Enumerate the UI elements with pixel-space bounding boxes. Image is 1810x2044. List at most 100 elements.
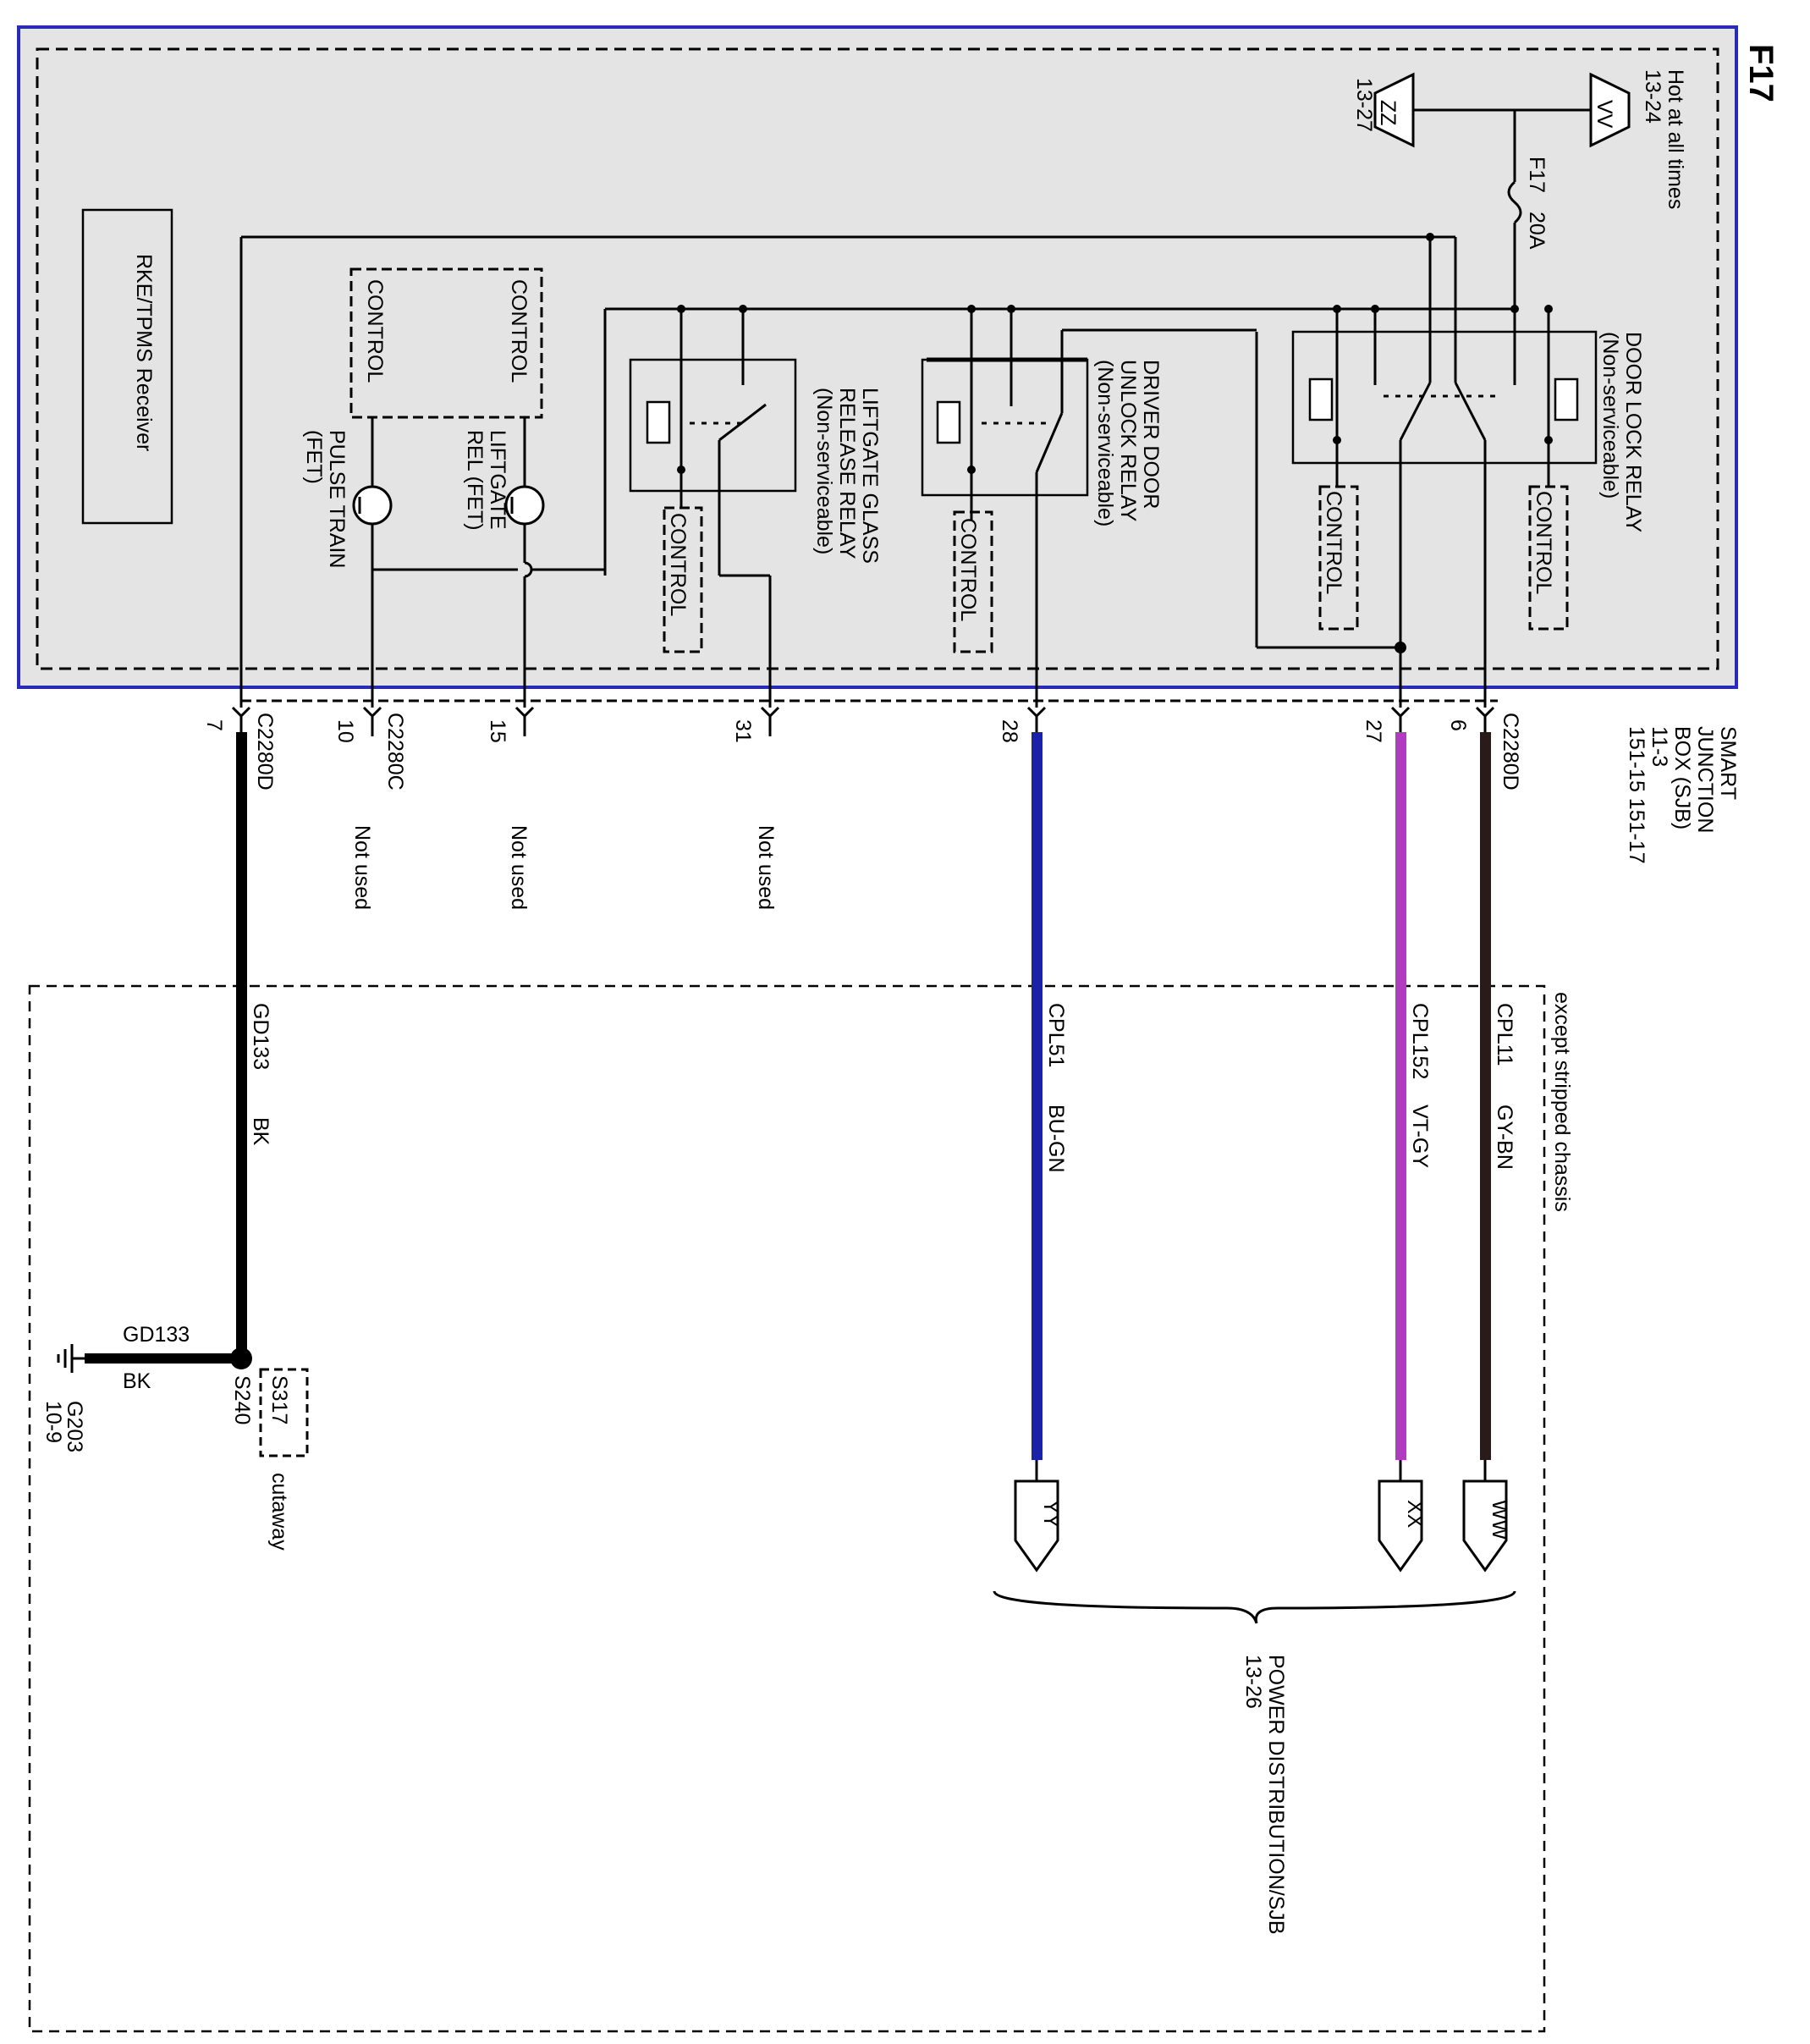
liftgate-fet-symbol <box>504 485 545 526</box>
terminal-tags <box>1014 1479 1508 1573</box>
pin-arrows <box>231 706 1495 736</box>
driver-unlock-control-box <box>953 510 993 653</box>
door-lock-relay-title-line-1: DOOR LOCK RELAY <box>1621 332 1645 532</box>
pin-15: 15 <box>486 719 509 743</box>
zz-page-ref: 13-27 <box>1352 78 1376 132</box>
liftgate-glass-control-label: CONTROL <box>666 513 690 616</box>
connector-c2280d-bottom: C2280D <box>253 713 277 791</box>
driver-unlock-relay-title-line-3: (Non-serviceable) <box>1093 360 1117 526</box>
pin-7: 7 <box>202 719 226 731</box>
liftgate-glass-relay-coil <box>646 400 671 444</box>
wire-gd133-color: BK <box>249 1117 272 1146</box>
zz-ref-tag: ZZ <box>1376 100 1400 126</box>
connector-c2280c: C2280C <box>383 713 407 791</box>
door-lock-control-label-1: CONTROL <box>1322 491 1345 594</box>
cutaway-note: cutaway <box>267 1473 291 1551</box>
splice-s317-box <box>259 1368 309 1457</box>
liftgate-glass-relay-box <box>629 358 797 493</box>
pin-28: 28 <box>998 719 1021 743</box>
door-lock-relay-nodes <box>1333 233 1553 653</box>
wire-cpl51 <box>1032 732 1043 1460</box>
wire-cpl152 <box>1395 732 1406 1460</box>
fet-wiring <box>371 417 605 708</box>
pulse-fet-label-line-1: PULSE TRAIN <box>325 430 349 568</box>
module-title-line-2: JUNCTION <box>1693 726 1717 833</box>
door-lock-control-box-1 <box>1318 485 1359 631</box>
terminal-stubs <box>1035 1460 1487 1481</box>
option-note: except stripped chassis <box>1550 992 1574 1212</box>
module-page-refs: 151-15 151-17 <box>1625 726 1648 864</box>
driver-unlock-relay-nodes <box>967 305 1015 474</box>
fuse-name: F17 <box>1525 157 1549 193</box>
sjb-module <box>17 25 1738 689</box>
module-title-line-3: BOX (SJB) <box>1670 726 1694 829</box>
pulse-fet-symbol <box>352 485 393 526</box>
ground-ref-label: 10-9 <box>41 1401 65 1443</box>
door-lock-control-box-2 <box>1528 485 1569 631</box>
wire-cpl51-circuit: CPL51 <box>1044 1003 1068 1067</box>
door-lock-control-label-2: CONTROL <box>1532 491 1555 594</box>
liftgate-glass-relay-title-line-2: RELEASE RELAY <box>835 388 859 559</box>
fet-control-label-1: CONTROL <box>507 279 531 383</box>
wire-cpl51-color: BU-GN <box>1044 1105 1068 1173</box>
driver-unlock-relay-coil <box>936 400 961 444</box>
pin-31: 31 <box>731 719 755 743</box>
pin-31-status: Not used <box>754 825 778 910</box>
terminal-yy-flag <box>1014 1479 1059 1573</box>
liftgate-glass-relay-contacts <box>679 309 772 708</box>
liftgate-glass-control-box <box>663 506 703 653</box>
pulse-fet-label-line-2: (FET) <box>302 430 326 484</box>
fuse-code-title: F17 <box>1742 44 1780 102</box>
liftgate-glass-relay-title: LIFTGATE GLASS RELEASE RELAY (Non-servic… <box>812 388 882 564</box>
ground-point-label: G203 <box>63 1401 86 1452</box>
splice-s240-label: S240 <box>230 1375 254 1424</box>
fet-control-box <box>349 267 543 419</box>
wire-gd133 <box>236 732 247 1357</box>
liftgate-glass-relay-title-line-1: LIFTGATE GLASS <box>858 388 882 564</box>
module-title-line-4: 11-3 <box>1648 726 1671 767</box>
ground-color-label: BK <box>123 1369 151 1393</box>
door-lock-relay-title-line-2: (Non-serviceable) <box>1598 332 1622 499</box>
hot-at-all-times-label: Hot at all times <box>1664 69 1687 209</box>
ground-symbol <box>57 1344 85 1373</box>
splice-s317-label: S317 <box>267 1375 291 1424</box>
module-title: SMART JUNCTION BOX (SJB) 11-3 151-15 151… <box>1625 726 1740 864</box>
driver-unlock-relay-title: DRIVER DOOR UNLOCK RELAY (Non-serviceabl… <box>1093 360 1163 526</box>
power-distribution-brace <box>993 1590 1516 1624</box>
pin-15-status: Not used <box>507 825 531 910</box>
wire-gd133-circuit: GD133 <box>249 1003 272 1070</box>
vv-ref-flag <box>1589 72 1631 148</box>
vv-ref-tag: VV <box>1593 100 1616 129</box>
driver-unlock-relay-contacts <box>927 309 1257 708</box>
ground-circuit-label: GD133 <box>123 1323 190 1347</box>
terminal-ww-flag <box>1462 1479 1508 1573</box>
pulse-fet-label: PULSE TRAIN (FET) <box>302 430 349 568</box>
vv-page-ref: 13-24 <box>1641 69 1664 124</box>
fuse-rating: 20A <box>1525 212 1549 250</box>
terminal-yy-label: YY <box>1039 1500 1063 1529</box>
wire-cpl11 <box>1480 732 1491 1460</box>
liftgate-glass-relay-title-line-3: (Non-serviceable) <box>812 388 836 554</box>
internal-bus <box>239 235 1515 708</box>
rke-tpms-receiver-label: RKE/TPMS Receiver <box>132 254 156 451</box>
power-distribution-title: POWER DISTRIBUTION/SJB <box>1264 1655 1288 1935</box>
fet-control-label-2: CONTROL <box>363 279 387 383</box>
pin-10-status: Not used <box>350 825 374 910</box>
pin-6: 6 <box>1446 719 1470 731</box>
wire-cpl152-circuit: CPL152 <box>1408 1003 1432 1079</box>
wire-cpl11-circuit: CPL11 <box>1493 1003 1516 1066</box>
terminal-xx-label: XX <box>1403 1500 1427 1529</box>
power-distribution-ref: 13-26 <box>1241 1655 1265 1709</box>
driver-unlock-control-label: CONTROL <box>956 518 980 621</box>
wire-cpl11-color: GY-BN <box>1493 1105 1516 1170</box>
ground-wire <box>85 1353 241 1364</box>
liftgate-glass-relay-nodes <box>677 305 747 474</box>
module-title-line-1: SMART <box>1716 726 1740 800</box>
door-lock-relay-coil-2 <box>1554 377 1579 421</box>
option-region <box>28 984 1546 2033</box>
terminal-ww-label: WW <box>1488 1500 1511 1540</box>
door-lock-relay-title: DOOR LOCK RELAY (Non-serviceable) <box>1598 332 1645 532</box>
rke-tpms-receiver-box <box>81 208 173 525</box>
liftgate-fet-label-line-1: LIFTGATE <box>486 430 509 530</box>
